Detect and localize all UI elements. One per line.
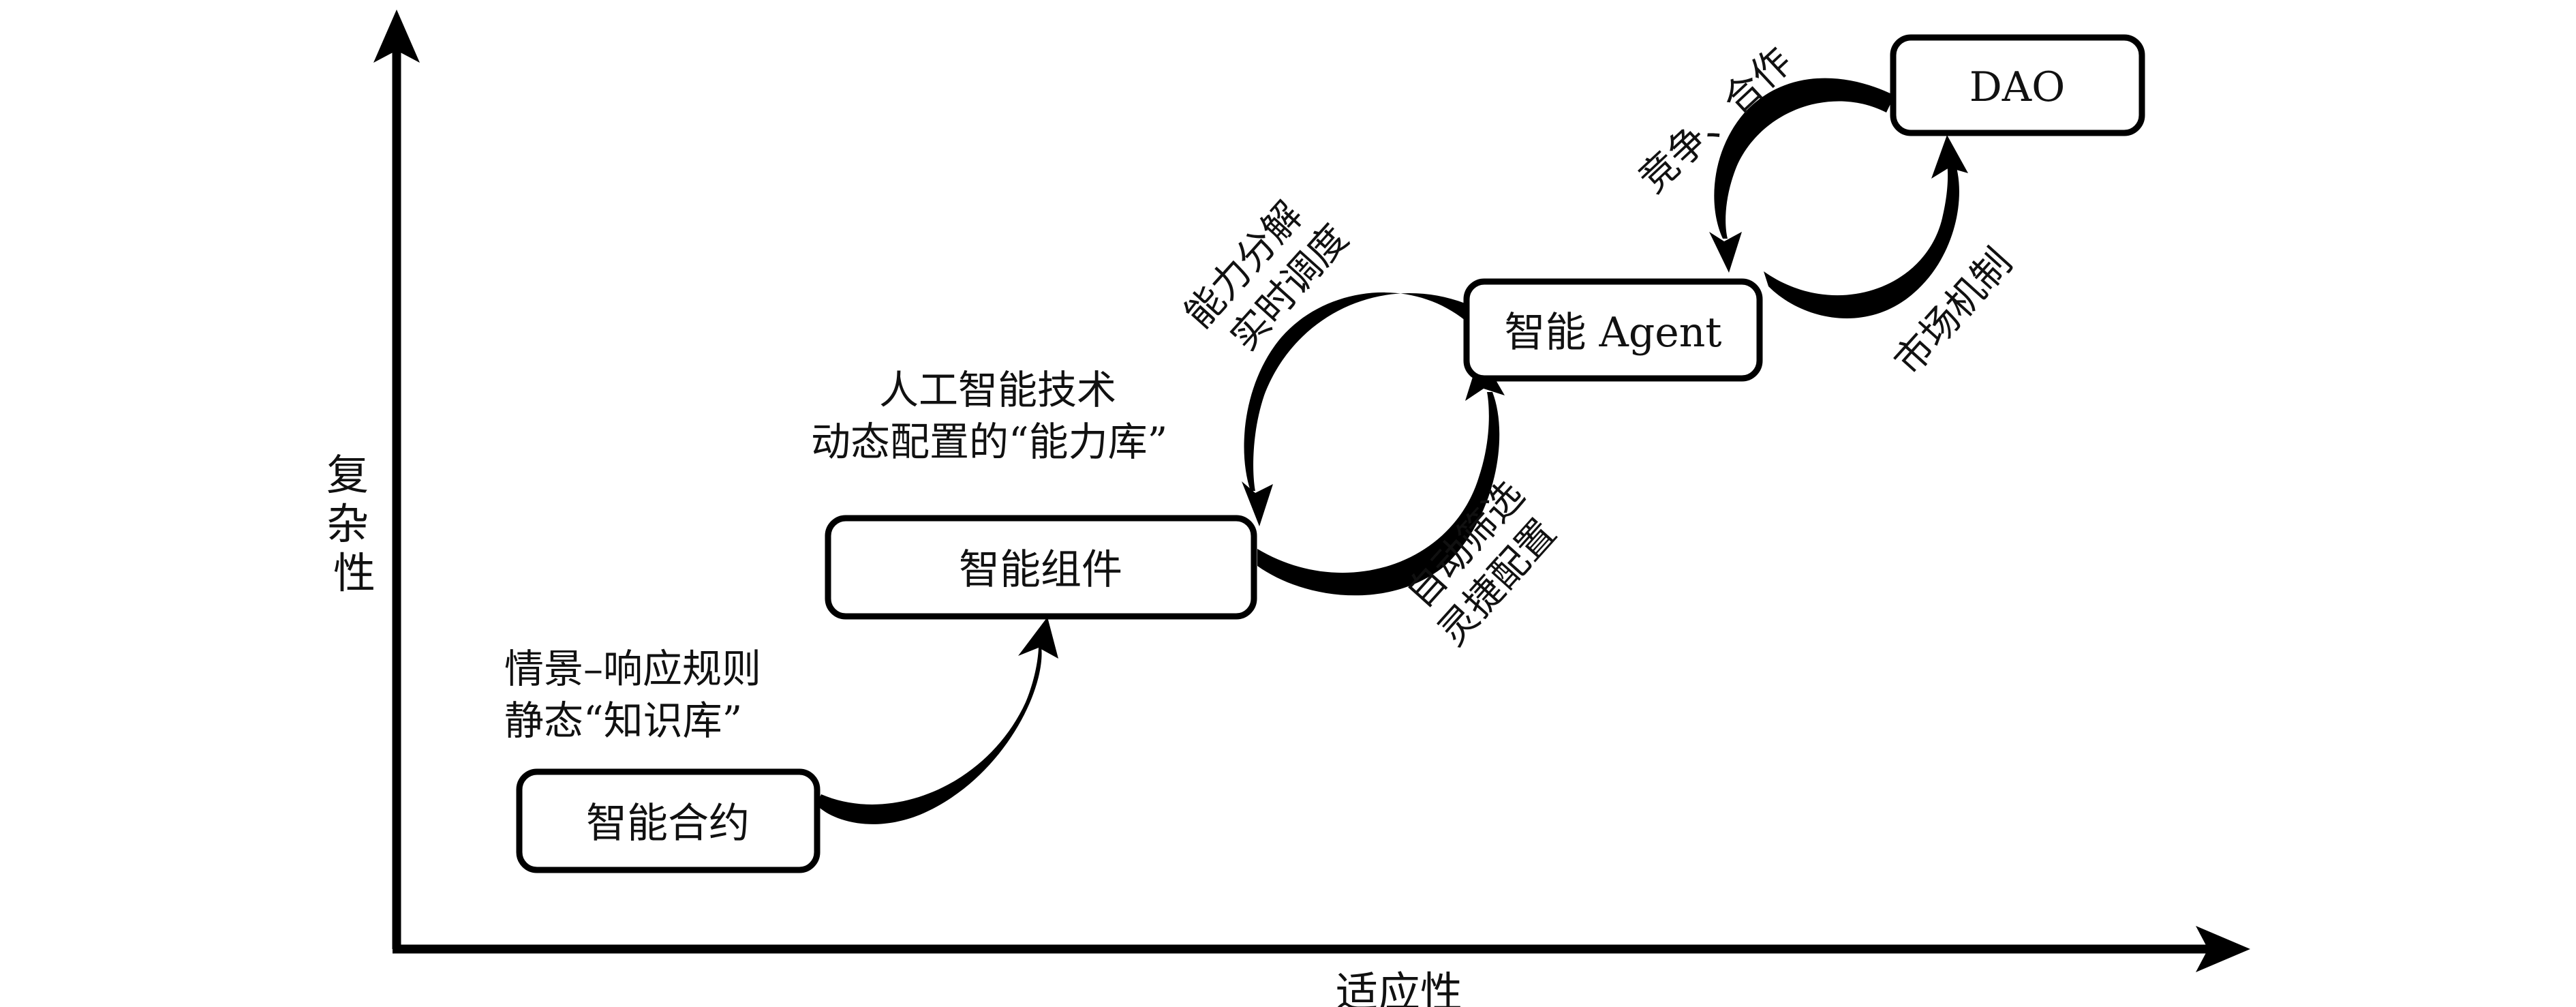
stage-label-smart-contract: 智能合约 [586,800,750,847]
stage-dao[interactable]: DAO [1890,34,2145,136]
y-axis-label: 复 杂 性 [326,450,382,598]
x-axis-label: 适应性 [1336,967,1462,1007]
y-axis-label-char-1: 复 [326,450,369,500]
y-axis-label-char-3: 性 [333,548,375,598]
contract-to-component-arrow [816,635,1042,824]
annotation-static-knowledge: 情景–响应规则 静态“知识库” [504,646,761,744]
dao-to-agent-upper-arc [1714,78,1895,239]
annotation-static-knowledge-line2: 静态“知识库” [504,697,742,744]
contract-to-component-arrowhead [1018,617,1058,659]
stage-box-smart-component[interactable] [825,515,1257,620]
y-axis-label-char-2: 杂 [326,499,369,549]
annotation-auto-filter: 自动筛选 灵捷配置 [1398,473,1565,655]
annotation-ai-capability-line2: 动态配置的“能力库” [811,419,1167,465]
stage-label-smart-component: 智能组件 [959,546,1122,594]
axes [373,10,2250,972]
y-axis-arrowhead [373,10,420,63]
x-axis-arrowhead [2196,926,2250,972]
stage-box-dao[interactable] [1890,34,2145,136]
annotation-market-text: 市场机制 [1886,241,2021,384]
annotation-static-knowledge-line1: 情景–响应规则 [504,646,761,692]
annotation-market: 市场机制 [1886,241,2021,384]
annotation-ai-capability-line1: 人工智能技术 [879,367,1116,413]
stage-smart-component[interactable]: 智能组件 [825,515,1257,620]
agent-to-dao-lower-arc [1764,155,1959,319]
dao-to-agent-arrowhead [1709,232,1742,273]
annotation-decompose: 能力分解 实时调度 [1176,194,1357,359]
stage-box-smart-agent[interactable] [1463,278,1763,382]
component-to-agent-lower-arc [1257,392,1500,596]
stage-label-smart-agent: 智能 Agent [1504,309,1721,357]
stage-label-dao: DAO [1969,63,2066,111]
agent-to-dao-arrowhead [1931,135,1968,179]
annotation-ai-capability: 人工智能技术 动态配置的“能力库” [811,367,1167,465]
stage-smart-contract[interactable]: 智能合约 [516,768,821,873]
stage-box-smart-contract[interactable] [516,768,821,873]
agent-to-component-arrowhead [1242,481,1273,526]
stage-smart-agent[interactable]: 智能 Agent [1463,278,1763,382]
